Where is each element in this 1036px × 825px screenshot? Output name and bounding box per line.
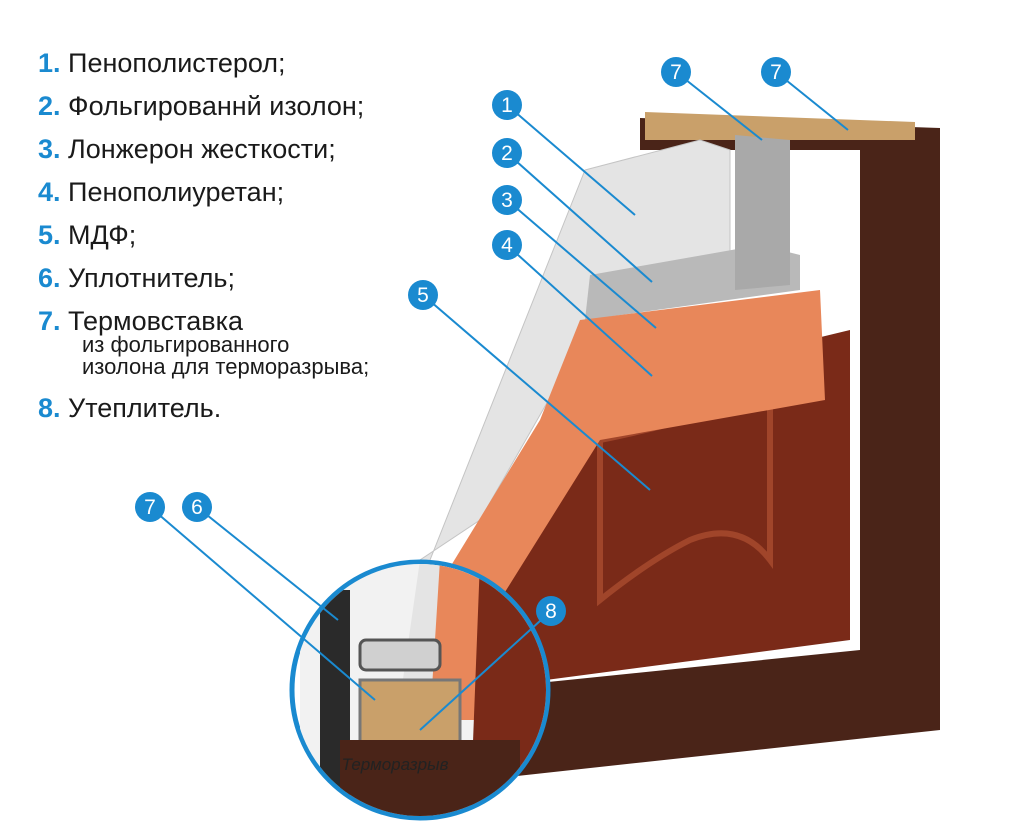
svg-text:5: 5 [417,284,429,307]
legend-item-4: 4. Пенополиуретан; [38,177,285,207]
foil-insert-top [735,135,790,290]
legend-item-2: 2. Фольгированнй изолон; [38,91,365,121]
marker-6: 6 [182,492,212,522]
marker-4: 4 [492,230,522,260]
marker-3: 3 [492,185,522,215]
marker-7-top-right: 7 [761,57,791,87]
svg-text:3: 3 [501,189,513,212]
svg-text:7: 7 [144,496,156,519]
svg-text:8: 8 [545,600,557,623]
svg-text:7: 7 [670,61,682,84]
legend-item-6: 6. Уплотнитель; [38,263,235,293]
leader-lines [149,71,849,731]
legend-item-7: 7. Термовставка из фольгированного изоло… [38,306,370,379]
marker-7-bottom: 7 [135,492,165,522]
legend-item-8: 8. Утеплитель. [38,393,222,423]
legend: 1. Пенополистерол; 2. Фольгированнй изол… [38,50,369,438]
marker-7-top-left: 7 [661,57,691,87]
legend-item-1: 1. Пенополистерол; [38,48,286,78]
marker-8: 8 [536,596,566,626]
marker-2: 2 [492,138,522,168]
marker-1: 1 [492,90,522,120]
mdf-layer [420,290,825,700]
marker-5: 5 [408,280,438,310]
legend-item-5: 5. МДФ; [38,220,137,250]
frame-top-insulation [645,112,915,140]
svg-text:2: 2 [501,142,513,165]
callout-label: Терморазрыв [342,755,449,774]
svg-text:1: 1 [501,94,513,117]
legend-item-3: 3. Лонжерон жесткости; [38,134,336,164]
svg-text:7: 7 [770,61,782,84]
svg-text:4: 4 [501,234,513,257]
markers: 1 2 3 4 5 7 7 7 6 8 [135,57,791,626]
svg-text:6: 6 [191,496,203,519]
